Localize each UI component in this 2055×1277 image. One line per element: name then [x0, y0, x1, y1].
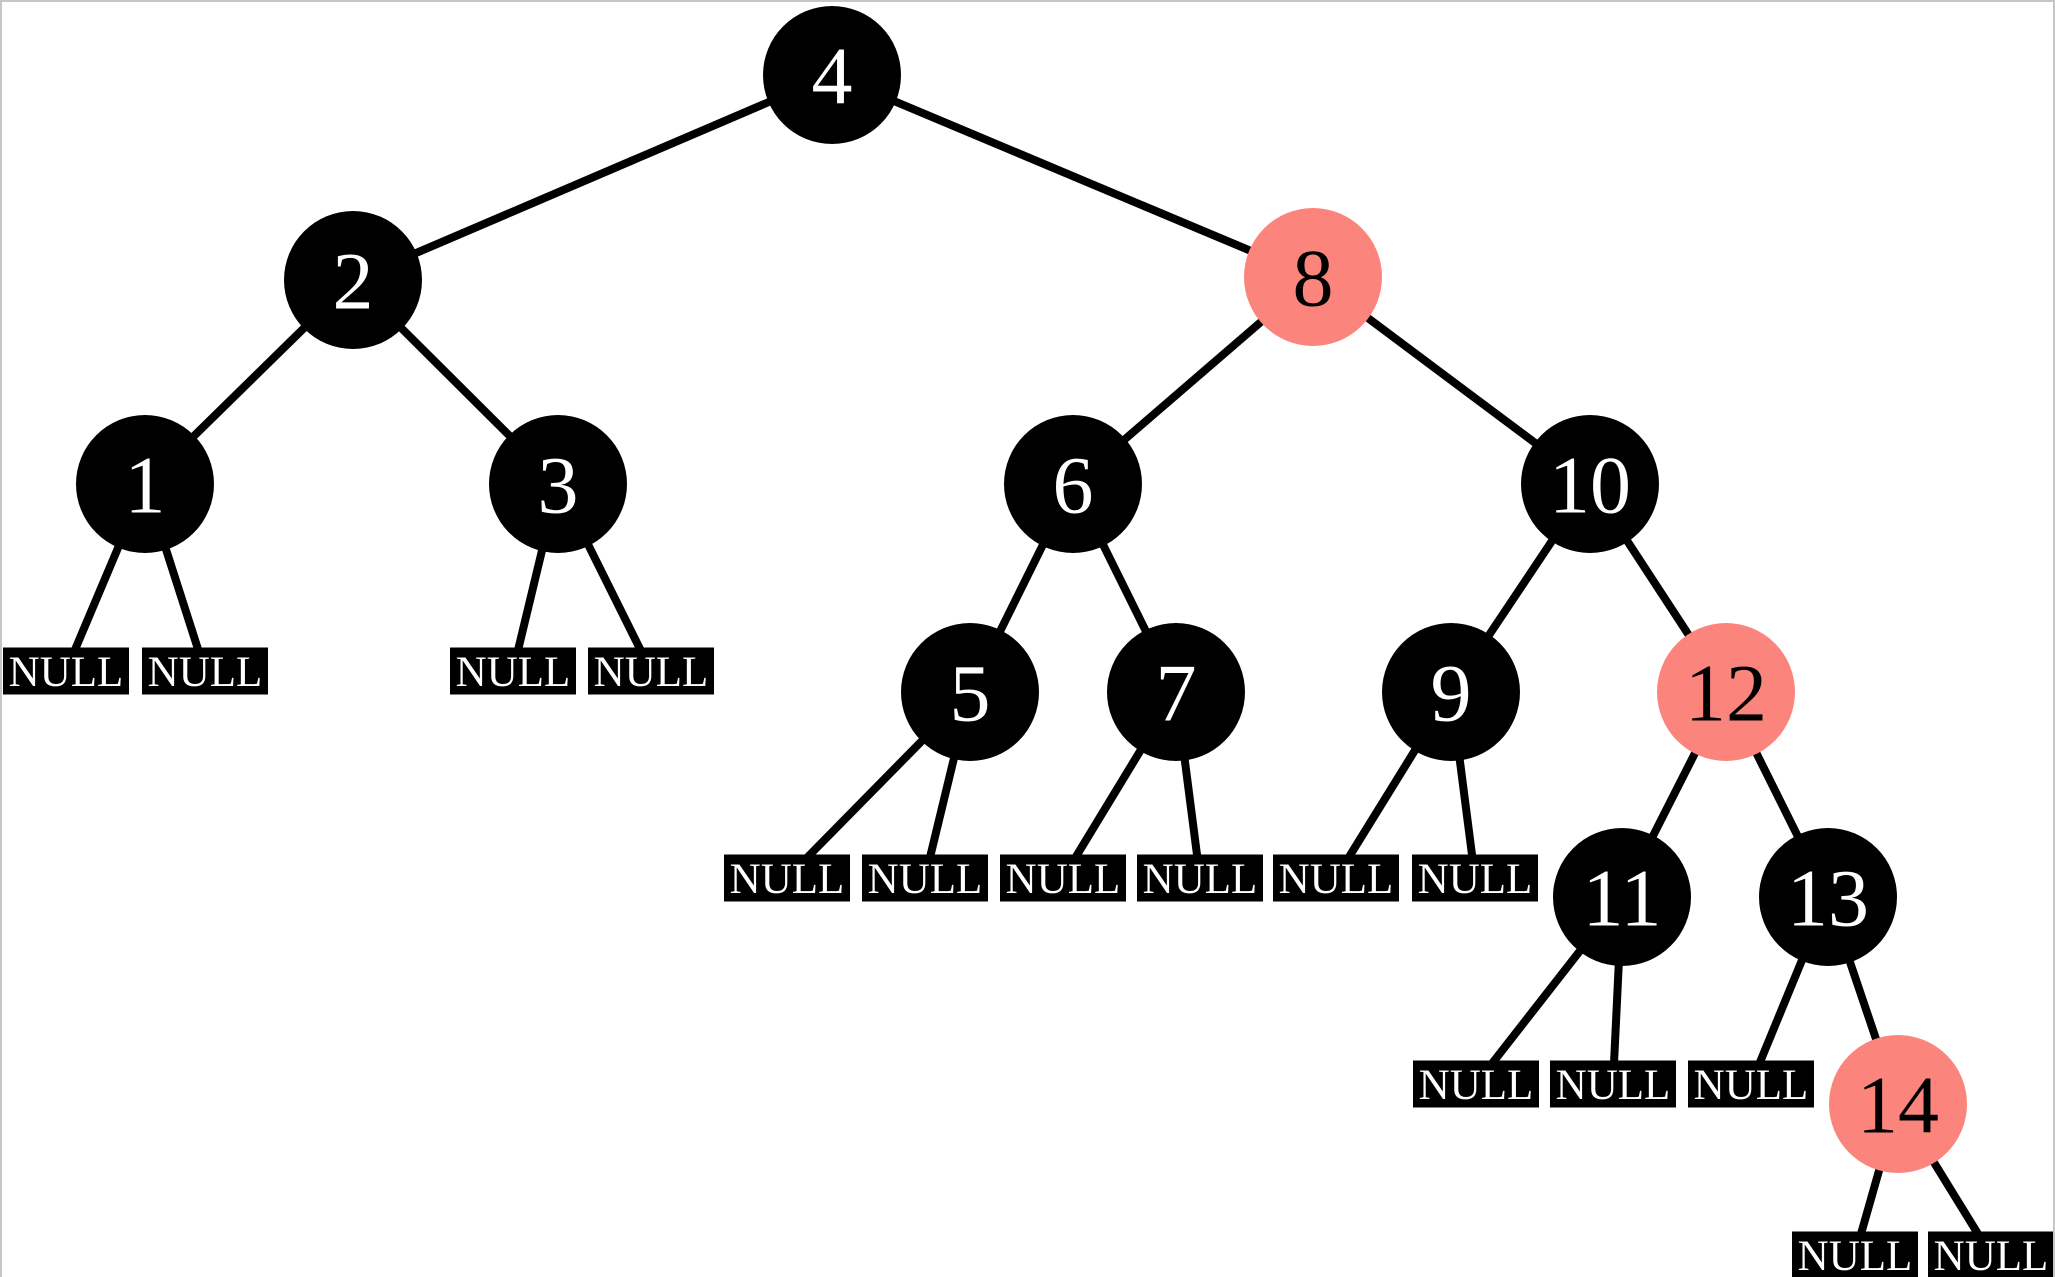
tree-node-label-9: 9	[1431, 648, 1472, 739]
null-leaf-box	[1928, 1231, 2053, 1277]
null-leaf-box	[724, 854, 850, 902]
tree-node-label-4: 4	[812, 31, 853, 122]
null-leaf-box	[3, 647, 129, 695]
null-leaf-label: NULL	[1798, 1233, 1913, 1277]
tree-node-8-red	[1244, 208, 1382, 346]
null-leaf-label: NULL	[1279, 856, 1394, 903]
tree-node-label-7: 7	[1156, 648, 1197, 739]
tree-node-label-3: 3	[538, 440, 579, 531]
null-leaf-label: NULL	[1556, 1062, 1671, 1109]
tree-edge-n4-n2	[351, 71, 834, 284]
null-leaf-box	[142, 647, 268, 695]
tree-node-14-red	[1829, 1035, 1967, 1173]
tree-node-5-black	[901, 623, 1039, 761]
null-leaf-label: NULL	[730, 856, 845, 903]
null-leaf-label: NULL	[594, 649, 709, 696]
tree-node-label-5: 5	[950, 648, 991, 739]
tree-node-label-13: 13	[1787, 853, 1869, 944]
null-leaf-box	[1273, 854, 1399, 902]
tree-node-label-6: 6	[1053, 440, 1094, 531]
tree-node-label-2: 2	[333, 236, 374, 327]
null-leaf-label: NULL	[1694, 1062, 1809, 1109]
tree-node-3-black	[489, 415, 627, 553]
null-leaf-box	[1550, 1060, 1676, 1108]
null-leaf-box	[1000, 854, 1126, 902]
null-leaf-box	[1412, 854, 1538, 902]
tree-node-6-black	[1004, 415, 1142, 553]
tree-node-label-14: 14	[1857, 1060, 1939, 1151]
null-leaf-label: NULL	[1934, 1233, 2049, 1277]
null-leaf-label: NULL	[148, 649, 263, 696]
tree-node-10-black	[1521, 415, 1659, 553]
null-leaf-box	[1792, 1231, 1918, 1277]
tree-node-label-8: 8	[1293, 233, 1334, 324]
tree-node-12-red	[1657, 623, 1795, 761]
null-leaf-label: NULL	[1143, 856, 1258, 903]
tree-node-9-black	[1382, 623, 1520, 761]
tree-node-11-black	[1553, 828, 1691, 966]
tree-node-1-black	[76, 415, 214, 553]
tree-node-label-1: 1	[125, 440, 166, 531]
tree-node-2-black	[284, 211, 422, 349]
null-leaf-box	[588, 647, 714, 695]
tree-edge-n4-n8	[830, 71, 1315, 281]
null-leaf-label: NULL	[1419, 1062, 1534, 1109]
tree-node-4-black	[763, 6, 901, 144]
tree-node-7-black	[1107, 623, 1245, 761]
null-leaf-box	[1688, 1060, 1814, 1108]
null-leaf-label: NULL	[1418, 856, 1533, 903]
null-leaf-label: NULL	[868, 856, 983, 903]
null-leaf-label: NULL	[1006, 856, 1121, 903]
tree-node-13-black	[1759, 828, 1897, 966]
null-leaf-box	[1137, 854, 1263, 902]
null-leaf-label: NULL	[9, 649, 124, 696]
tree-node-label-12: 12	[1685, 648, 1767, 739]
null-leaf-box	[450, 647, 576, 695]
null-leaf-box	[862, 854, 988, 902]
tree-node-label-10: 10	[1549, 440, 1631, 531]
null-leaf-box	[1413, 1060, 1539, 1108]
null-leaf-label: NULL	[456, 649, 571, 696]
tree-node-label-11: 11	[1583, 853, 1662, 944]
